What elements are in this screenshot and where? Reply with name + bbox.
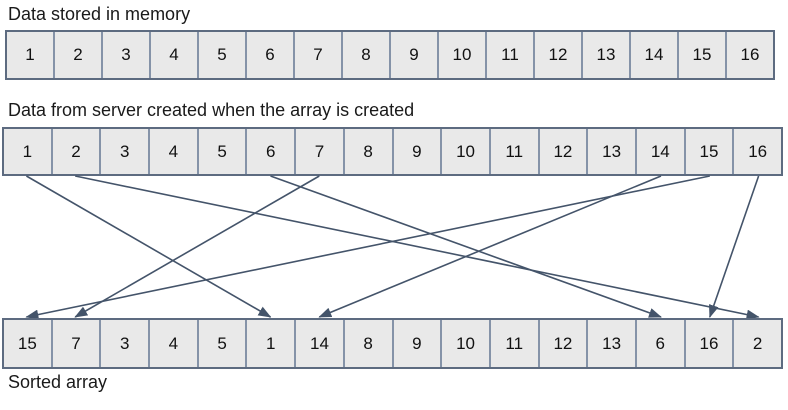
array-cell: 5 <box>198 129 248 174</box>
server-array-label: Data from server created when the array … <box>8 100 415 120</box>
array-cell: 12 <box>539 129 589 174</box>
array-cell: 6 <box>247 32 295 78</box>
array-cell: 10 <box>442 129 491 174</box>
array-cell: 7 <box>296 129 345 174</box>
array-cell: 12 <box>539 320 589 367</box>
array-cell: 14 <box>296 320 345 367</box>
array-cell: 2 <box>52 129 102 174</box>
mapping-arrow-2-to-16 <box>75 175 760 320</box>
array-cell: 6 <box>247 129 297 174</box>
array-cell: 5 <box>199 32 247 78</box>
array-cell: 1 <box>7 32 55 78</box>
array-cell: 9 <box>391 32 439 78</box>
array-cell: 11 <box>487 32 535 78</box>
array-cell: 16 <box>734 129 781 174</box>
array-cell: 8 <box>343 32 391 78</box>
array-cell: 15 <box>685 129 735 174</box>
mapping-arrow-6-to-14 <box>270 175 662 318</box>
mapping-arrow-15-to-1 <box>25 175 710 320</box>
array-cell: 6 <box>636 320 686 367</box>
array-cell: 16 <box>727 32 773 78</box>
array-cell: 14 <box>631 32 679 78</box>
array-cell: 7 <box>52 320 102 367</box>
array-cell: 2 <box>55 32 103 78</box>
array-cell: 11 <box>490 129 540 174</box>
array-cell: 5 <box>198 320 248 367</box>
array-cell: 10 <box>442 320 491 367</box>
array-cell: 4 <box>150 129 199 174</box>
memory-array-label: Data stored in memory <box>8 4 191 24</box>
array-cell: 1 <box>4 129 53 174</box>
array-cell: 15 <box>4 320 53 367</box>
array-cell: 2 <box>734 320 781 367</box>
array-cell: 13 <box>588 320 637 367</box>
array-cell: 16 <box>685 320 735 367</box>
array-cell: 3 <box>101 320 151 367</box>
array-cell: 13 <box>583 32 631 78</box>
array-cell: 13 <box>588 129 637 174</box>
array-cell: 14 <box>636 129 686 174</box>
array-cell: 3 <box>103 32 151 78</box>
array-cell: 8 <box>344 320 394 367</box>
array-cell: 4 <box>151 32 199 78</box>
array-cell: 15 <box>679 32 727 78</box>
mapping-arrow-1-to-6 <box>25 175 272 318</box>
array-cell: 12 <box>535 32 583 78</box>
array-cell: 11 <box>490 320 540 367</box>
array-cell: 8 <box>344 129 394 174</box>
array-cell: 9 <box>393 320 443 367</box>
sorted-array-label: Sorted array <box>8 372 108 392</box>
array-cell: 9 <box>393 129 443 174</box>
array-cell: 3 <box>101 129 151 174</box>
mapping-arrow-16-to-15 <box>708 175 760 318</box>
mapping-arrow-14-to-7 <box>318 175 662 318</box>
array-cell: 1 <box>247 320 297 367</box>
array-cell: 10 <box>439 32 487 78</box>
mapping-arrow-7-to-2 <box>74 175 320 318</box>
array-cell: 4 <box>150 320 199 367</box>
array-cell: 7 <box>295 32 343 78</box>
